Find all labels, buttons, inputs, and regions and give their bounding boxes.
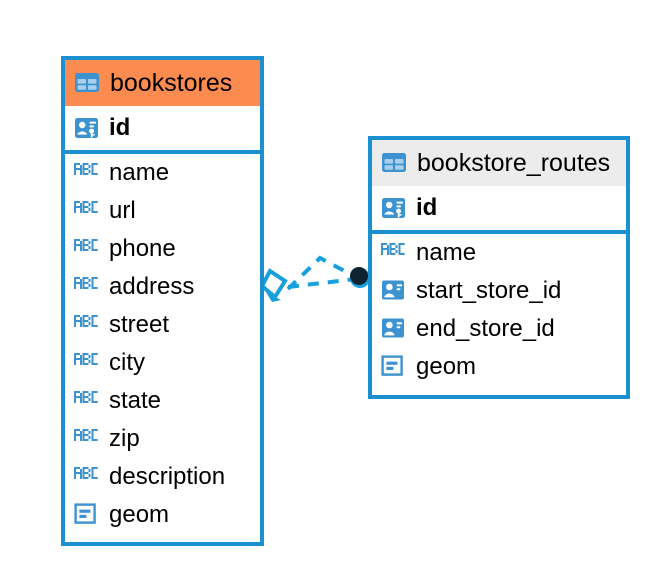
text-type-icon — [74, 161, 100, 185]
field-name-label: url — [109, 197, 136, 224]
field-name-label: name — [416, 239, 477, 266]
field-name-label: end_store_id — [416, 315, 555, 342]
field-row-name[interactable]: name — [372, 234, 626, 272]
field-row-id[interactable]: id — [372, 186, 626, 230]
field-row-description[interactable]: description — [65, 458, 260, 496]
field-row-geom[interactable]: geom — [372, 348, 626, 386]
field-row-phone[interactable]: phone — [65, 230, 260, 268]
field-row-geom[interactable]: geom — [65, 496, 260, 534]
field-name-label: description — [109, 463, 226, 490]
field-name-label: street — [109, 311, 170, 338]
foreign-key-icon — [381, 279, 407, 303]
field-name-label: geom — [109, 501, 170, 528]
geometry-type-icon — [381, 355, 407, 379]
text-type-icon — [74, 313, 100, 337]
table-icon — [381, 151, 407, 175]
field-row-end-store-id[interactable]: end_store_id — [372, 310, 626, 348]
text-type-icon — [381, 241, 407, 265]
primary-key-icon — [74, 116, 100, 140]
text-type-icon — [74, 351, 100, 375]
diamond-arrow-marker — [259, 268, 288, 302]
primary-key-icon — [381, 196, 407, 220]
relationship-line-start-store-id[interactable] — [286, 255, 357, 291]
field-list-bookstores: name u — [65, 154, 260, 534]
field-name-label: start_store_id — [416, 277, 562, 304]
text-type-icon — [74, 199, 100, 223]
field-list-bookstore-routes: name start_store_id — [372, 234, 626, 386]
field-row-name[interactable]: name — [65, 154, 260, 192]
entity-header-bookstore-routes[interactable]: bookstore_routes — [372, 140, 626, 186]
primary-key-section-bookstore-routes: id — [372, 186, 626, 234]
field-name-id: id — [109, 114, 131, 141]
field-name-id: id — [416, 194, 438, 221]
text-type-icon — [74, 465, 100, 489]
entity-header-bookstores[interactable]: bookstores — [65, 60, 260, 106]
field-name-label: address — [109, 273, 195, 300]
text-type-icon — [74, 389, 100, 413]
field-row-id[interactable]: id — [65, 106, 260, 150]
relationship-line-end-store-id[interactable] — [287, 277, 357, 289]
field-name-label: zip — [109, 425, 140, 452]
table-icon — [74, 71, 100, 95]
field-row-street[interactable]: street — [65, 306, 260, 344]
endpoint-circle-marker — [350, 267, 370, 288]
entity-title-bookstore-routes: bookstore_routes — [417, 148, 611, 177]
geometry-type-icon — [74, 503, 100, 527]
field-name-label: geom — [416, 353, 477, 380]
foreign-key-icon — [381, 317, 407, 341]
field-name-label: phone — [109, 235, 176, 262]
entity-title-bookstores: bookstores — [110, 68, 233, 97]
field-row-zip[interactable]: zip — [65, 420, 260, 458]
field-row-city[interactable]: city — [65, 344, 260, 382]
field-row-state[interactable]: state — [65, 382, 260, 420]
text-type-icon — [74, 237, 100, 261]
field-row-url[interactable]: url — [65, 192, 260, 230]
text-type-icon — [74, 427, 100, 451]
primary-key-section-bookstores: id — [65, 106, 260, 154]
entity-bookstores[interactable]: bookstores id — [61, 56, 264, 546]
field-name-label: city — [109, 349, 145, 376]
field-name-label: state — [109, 387, 162, 414]
field-name-label: name — [109, 159, 170, 186]
field-row-address[interactable]: address — [65, 268, 260, 306]
field-row-start-store-id[interactable]: start_store_id — [372, 272, 626, 310]
entity-bookstore-routes[interactable]: bookstore_routes id — [368, 136, 630, 399]
text-type-icon — [74, 275, 100, 299]
